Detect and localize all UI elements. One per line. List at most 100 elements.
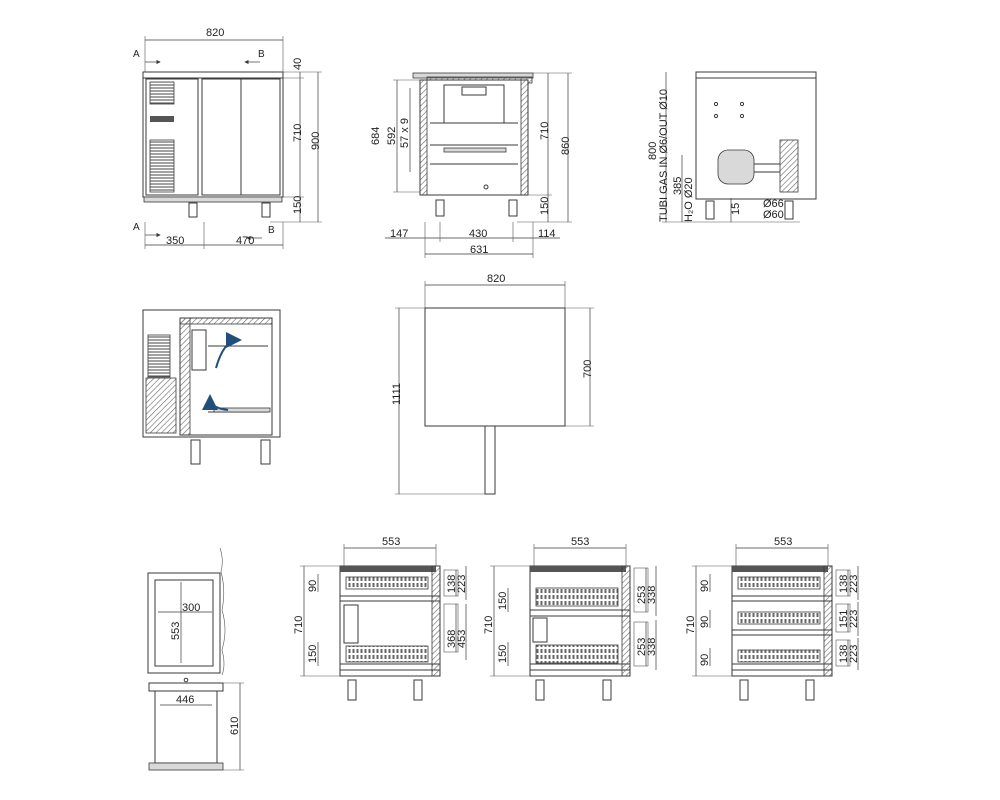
d2-top-drawer: [535, 587, 619, 607]
airflow-view: [142, 309, 281, 465]
airflow-arrow-in: [202, 394, 229, 411]
dim-d2-d1a: 253: [636, 586, 648, 604]
dim-rear-height: 800: [647, 142, 659, 160]
section-a-label: A: [133, 49, 140, 60]
airflow-leg-left: [190, 439, 201, 465]
rear-pipes-label: TUBI GAS IN Ø6/OUT Ø10: [658, 89, 670, 222]
dim-side-cabinet: 592: [386, 127, 398, 145]
break-line: [219, 547, 226, 676]
dim-d1-d2b: 453: [456, 630, 468, 648]
d3-drawer-2: [737, 611, 821, 625]
dim-d2-top-drawer: 150: [497, 592, 509, 610]
dim-d3-drawer-1: 90: [699, 580, 711, 592]
airflow-leg-right: [260, 439, 271, 465]
dim-side-total: 860: [560, 137, 572, 155]
dim-front-unit-width: 350: [166, 235, 184, 247]
control-panel: [150, 116, 174, 122]
drawer-config-3: 553 710 90 90 90 138 223 151 223: [685, 536, 860, 701]
front-leg-right: [261, 202, 271, 218]
dim-front-door-width: 470: [236, 235, 254, 247]
drawer-config-1: 553 710 90 150 138 223 368 453: [293, 536, 468, 701]
dim-front-width: 820: [206, 27, 224, 39]
section-b-label: B: [258, 49, 265, 60]
dim-d1-bottom-drawer: 150: [307, 645, 319, 663]
dim-d3-width: 553: [774, 536, 792, 548]
dim-detail-base-width: 446: [176, 694, 194, 706]
dim-d3-d3a: 138: [838, 645, 850, 663]
fan-unit: [191, 329, 207, 371]
d3-drawer-3: [737, 649, 821, 663]
dim-d1-body: 710: [293, 616, 305, 634]
rear-hole-1: Ø66: [763, 198, 784, 210]
front-leg-left: [188, 202, 198, 218]
dim-d2-d2a: 253: [636, 638, 648, 656]
dim-side-rear-offset: 114: [538, 228, 556, 240]
dim-d3-drawer-3: 90: [699, 654, 711, 666]
dim-detail-base-height: 610: [229, 717, 241, 735]
dim-d1-top-drawer: 90: [307, 580, 319, 592]
dim-d3-d3b: 223: [848, 645, 860, 663]
detail-base: [154, 690, 218, 764]
airflow-condenser: [145, 377, 177, 434]
detail-view: 300 553 446 610: [147, 547, 244, 771]
section-a-label-bottom: A: [133, 222, 140, 233]
d2-leg-left: [535, 679, 545, 701]
dim-front-legs: 150: [292, 196, 304, 214]
dim-side-front-offset: 147: [390, 228, 408, 240]
dim-d3-d1b: 223: [848, 575, 860, 593]
rear-leg-right: [784, 200, 794, 220]
dim-front-total: 900: [310, 132, 322, 150]
d3-drawer-1: [737, 576, 821, 590]
dim-plan-width: 820: [487, 273, 505, 285]
condenser: [779, 139, 799, 193]
side-leg-rear: [508, 199, 518, 217]
dim-side-depth-total: 631: [470, 244, 488, 256]
dim-d3-drawer-2: 90: [699, 616, 711, 628]
d3-leg-right: [805, 679, 815, 701]
vent-grille-bottom: [149, 139, 175, 193]
d1-bottom-drawer: [345, 645, 429, 663]
drawer-config-2: 553 710 150 150 253 338 253 338: [483, 536, 658, 701]
d2-leg-right: [602, 679, 612, 701]
d1-leg-left: [347, 679, 357, 701]
plan-view: 820 700 1111: [391, 273, 594, 495]
side-section-view: 684 592 57 x 9 710 860 150 147 430 114 6…: [370, 72, 572, 258]
dim-d1-d2a: 368: [446, 630, 458, 648]
dim-d2-d1b: 338: [646, 586, 658, 604]
airflow-vent: [147, 334, 171, 378]
d1-top-drawer: [345, 576, 429, 590]
dim-d1-d1b: 223: [456, 575, 468, 593]
dim-rear-drain-height: 385: [672, 177, 684, 195]
dim-d3-d2a: 151: [838, 610, 850, 628]
dim-front-body: 710: [292, 124, 304, 142]
dim-d3-d1a: 138: [838, 575, 850, 593]
plan-outline: [424, 307, 566, 427]
dim-side-body: 710: [539, 122, 551, 140]
dim-d2-body: 710: [483, 616, 495, 634]
airflow-arrow-out: [215, 332, 242, 369]
rear-drain-label: H₂O Ø20: [683, 177, 695, 222]
dim-d2-bottom-drawer: 150: [497, 645, 509, 663]
dim-rear-low: 15: [730, 203, 742, 215]
dim-side-inner: 684: [370, 127, 382, 145]
shelf-side: [443, 147, 507, 153]
dim-d1-width: 553: [382, 536, 400, 548]
side-leg-front: [435, 199, 445, 217]
section-b-label-bottom: B: [268, 225, 275, 236]
dim-d2-d2b: 338: [646, 638, 658, 656]
rear-leg-left: [705, 200, 715, 220]
d1-leg-right: [413, 679, 423, 701]
dim-side-grid: 57 x 9: [399, 118, 411, 148]
d3-leg-left: [739, 679, 749, 701]
dim-detail-frame-width: 300: [182, 602, 200, 614]
rear-view: TUBI GAS IN Ø6/OUT Ø10 800 H₂O Ø20 385 1…: [647, 71, 817, 223]
d2-bottom-drawer: [535, 644, 619, 664]
compressor: [717, 149, 755, 185]
vent-grille-top: [149, 81, 175, 105]
dim-d3-d2b: 223: [848, 610, 860, 628]
dim-d2-width: 553: [571, 536, 589, 548]
dim-d1-d1a: 138: [446, 575, 458, 593]
dim-d3-body: 710: [685, 616, 697, 634]
